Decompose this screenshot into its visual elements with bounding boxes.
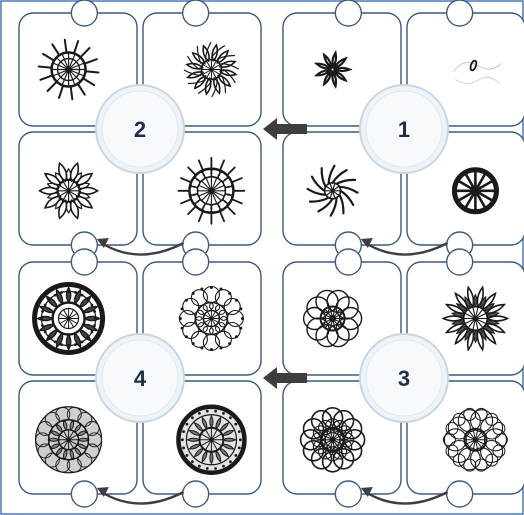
connector-knob (181, 248, 210, 276)
connector-knob (181, 0, 210, 27)
panel-number: 1 (398, 117, 410, 142)
mandala-flower-sketch (313, 50, 353, 89)
mandala-spiral-rays (306, 164, 359, 217)
curved-arrow-icon (360, 487, 449, 505)
connector-knob (334, 480, 363, 508)
curved-arrow-icon (96, 238, 185, 256)
arrows-layer (96, 118, 449, 505)
panel-number: 4 (134, 366, 147, 391)
panel-number: 3 (398, 366, 410, 391)
connector-knob (70, 480, 99, 508)
connector-knob (445, 248, 474, 276)
panel-hub-inner (365, 90, 443, 168)
mandala-dense-mandala (32, 282, 106, 355)
panel-1: 1 (282, 0, 524, 259)
mandala-lotus-wheel (38, 161, 100, 220)
connector-knob (70, 0, 99, 27)
connector-knob (334, 248, 363, 276)
panel-hub-inner (365, 339, 443, 417)
panel-2: 2 (18, 0, 262, 259)
curved-arrow-icon (360, 238, 449, 256)
panel-4: 4 (18, 248, 262, 508)
panel-hub-inner (101, 90, 179, 168)
connector-knob (445, 0, 474, 27)
flow-arrow-left-icon (263, 367, 307, 389)
connector-knob (445, 480, 474, 508)
connector-knob (334, 0, 363, 27)
mandala-loop-mandala (302, 289, 363, 348)
panel-3: 3 (282, 248, 524, 508)
mandala-spoked-wheel (451, 167, 499, 215)
mandala-lace-mandala (442, 407, 508, 472)
mandala-spiky-wheel (37, 38, 100, 101)
mandala-ring-loop-mandala (299, 406, 366, 473)
mandala-beaded-mandala (178, 285, 244, 352)
flow-arrow-left-icon (263, 118, 307, 140)
mandala-faint-outline-sketch (453, 59, 502, 84)
mandala-rayed-wheel (177, 156, 246, 225)
mandala-petal-wheel (183, 41, 239, 98)
panel-hub-inner (101, 339, 179, 417)
curved-arrow-icon (96, 487, 185, 505)
mandala-star-mandala (441, 285, 510, 352)
mandala-shaded-mandala (34, 406, 103, 474)
mandala-bordered-mandala (176, 404, 247, 476)
connector-knob (181, 480, 210, 508)
panel-number: 2 (134, 117, 146, 142)
panels-layer: 1 2 3 4 (18, 0, 524, 508)
connector-knob (70, 248, 99, 276)
